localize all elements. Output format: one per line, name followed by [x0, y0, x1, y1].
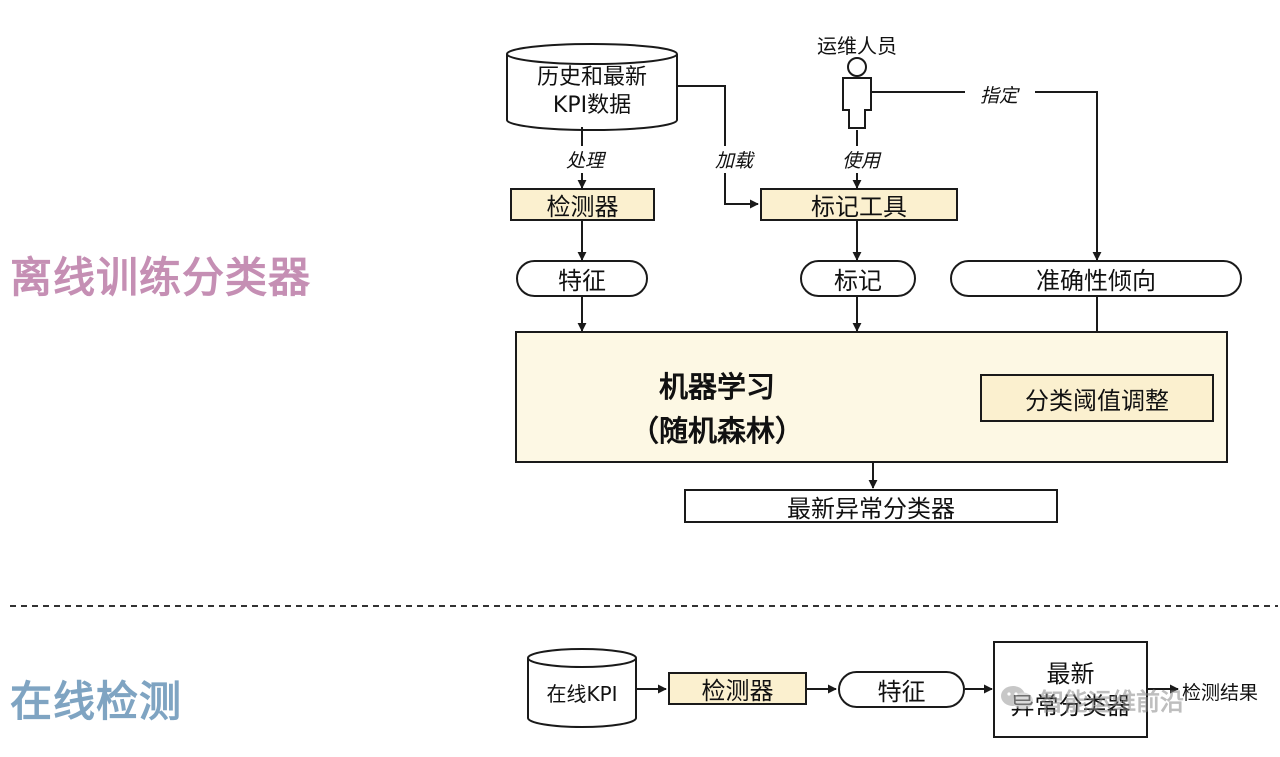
edge-label-assign: 指定 [980, 85, 1019, 107]
online-feature-pill: 特征 [838, 671, 965, 708]
detection-result-label: 检测结果 [1182, 682, 1259, 704]
edge-label-load: 加载 [715, 146, 754, 173]
watermark: 智能运维前沿 [1000, 682, 1184, 717]
offline-section-label: 离线训练分类器 [10, 253, 312, 302]
ml-title-line2: （随机森林） [629, 414, 804, 448]
edge-operator-to-preference-2 [1035, 91, 1102, 261]
kpi-database-line1: 历史和最新 [536, 65, 647, 90]
latest-classifier-box: 最新异常分类器 [684, 489, 1058, 523]
preference-pill: 准确性倾向 [950, 260, 1242, 297]
feature-pill: 特征 [516, 260, 648, 297]
operator-label: 运维人员 [817, 34, 897, 58]
detector-box: 检测器 [510, 188, 655, 221]
wechat-icon [1000, 684, 1034, 716]
edge-label-use: 使用 [842, 146, 881, 173]
watermark-text: 智能运维前沿 [1040, 688, 1184, 716]
kpi-database-line2: KPI数据 [552, 93, 632, 118]
edge-label-process: 处理 [566, 146, 605, 173]
ml-title: 机器学习 （随机森林） [597, 365, 837, 453]
person-icon [842, 57, 872, 129]
online-section-label: 在线检测 [10, 677, 183, 726]
online-classifier-line1: 最新 [1046, 659, 1095, 688]
online-detector-box: 检测器 [668, 672, 807, 705]
kpi-database-cylinder [506, 43, 678, 131]
machine-learning-box: 机器学习 （随机森林） 分类阈值调整 [515, 331, 1228, 463]
threshold-box: 分类阈值调整 [980, 374, 1214, 422]
ml-title-line1: 机器学习 [658, 370, 775, 404]
labeling-tool-box: 标记工具 [760, 188, 958, 221]
edge-db-to-labeling-tool [677, 85, 759, 209]
online-kpi-database: 在线KPI [546, 682, 618, 706]
kpi-database: 历史和最新 KPI数据 [507, 64, 677, 120]
online-kpi-cylinder [527, 648, 637, 728]
label-pill: 标记 [800, 260, 916, 297]
